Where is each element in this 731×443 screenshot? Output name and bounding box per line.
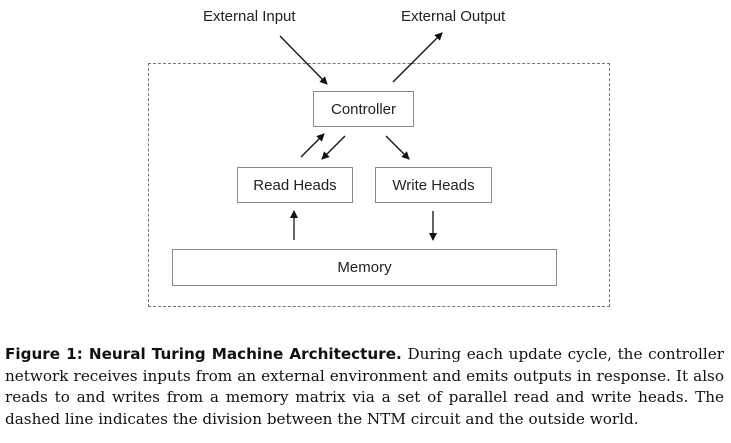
read-heads-box: Read Heads (237, 167, 353, 203)
arrow-controller-to-writeheads (385, 135, 410, 160)
arrow-readheads-to-controller (300, 133, 325, 158)
diagram-arrows (279, 32, 443, 241)
controller-box: Controller (313, 91, 414, 127)
figure-caption: Figure 1: Neural Turing Machine Architec… (5, 344, 724, 430)
arrow-controller-to-output (392, 32, 443, 83)
arrow-input-to-controller (279, 35, 328, 85)
write-heads-label: Write Heads (392, 176, 475, 194)
arrow-controller-to-readheads (321, 135, 346, 160)
external-input-label: External Input (203, 8, 296, 25)
caption-text: During each update cycle, the controller… (5, 345, 724, 428)
external-output-label: External Output (401, 8, 506, 25)
memory-box: Memory (172, 249, 557, 286)
memory-label: Memory (337, 259, 392, 276)
write-heads-box: Write Heads (375, 167, 492, 203)
read-heads-label: Read Heads (253, 176, 337, 194)
controller-label: Controller (330, 100, 397, 118)
caption-label: Figure 1: Neural Turing Machine Architec… (5, 345, 402, 363)
ntm-circuit-boundary (148, 63, 610, 307)
ntm-architecture-diagram: External Input External Output Controlle… (148, 8, 610, 307)
